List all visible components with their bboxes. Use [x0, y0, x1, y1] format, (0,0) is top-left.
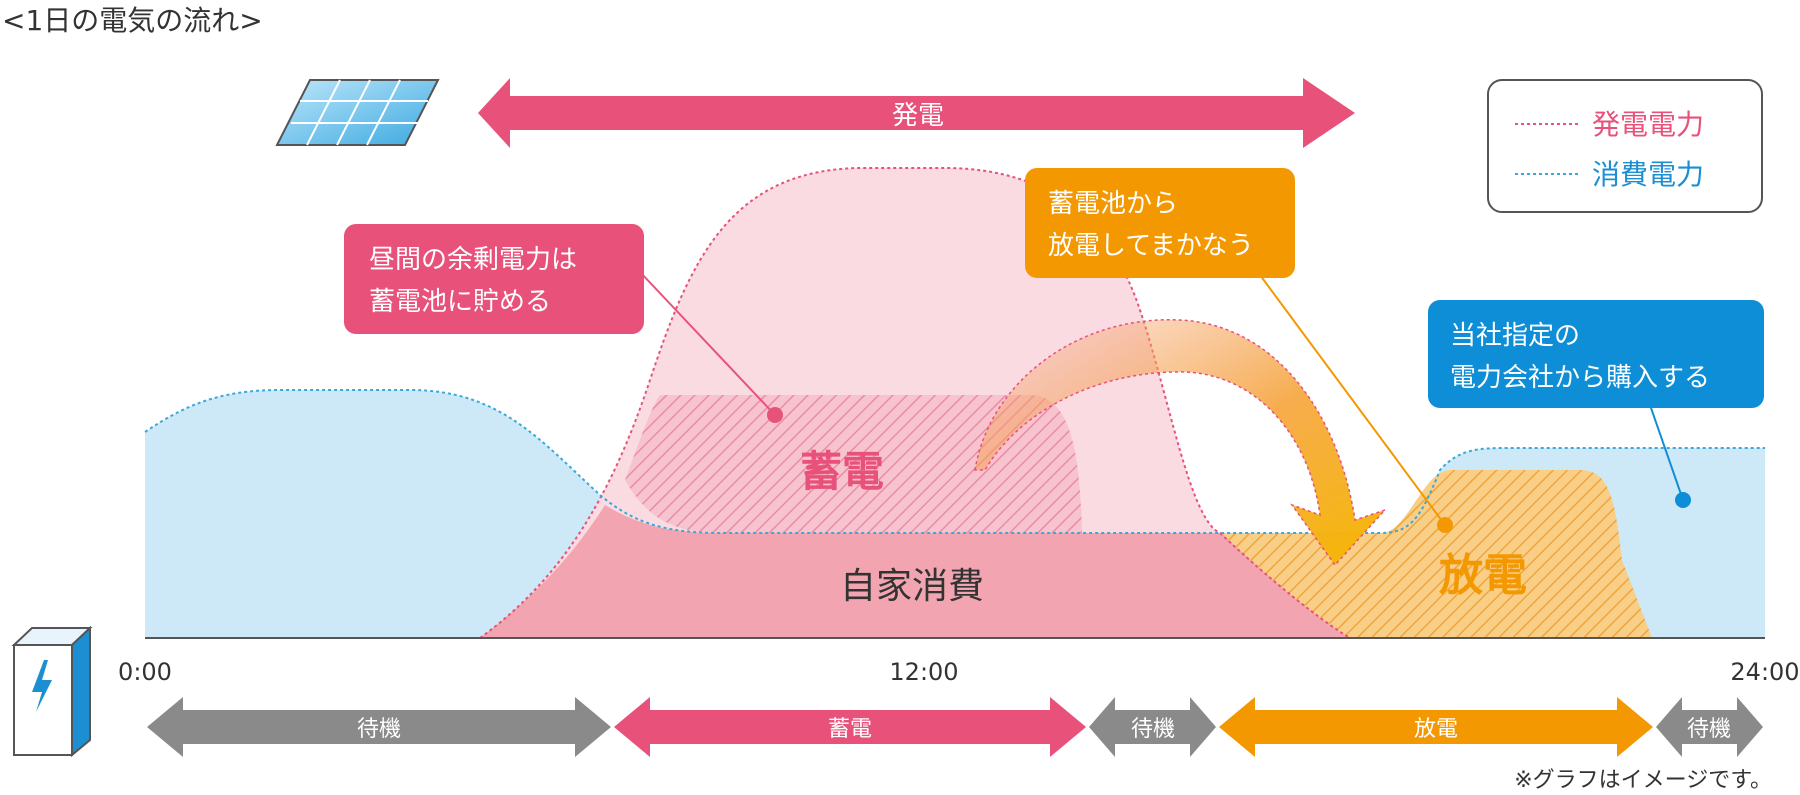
callout-discharge: 蓄電池から 放電してまかなう: [1025, 168, 1453, 533]
phase-arrow-charge: 蓄電: [614, 697, 1086, 757]
generation-arrow-label: 発電: [892, 101, 944, 131]
phase-label-charge: 蓄電: [828, 717, 872, 742]
time-start-label: 0:00: [118, 658, 172, 686]
phase-label-discharge: 放電: [1414, 717, 1458, 742]
phase-label-standby-3: 待機: [1687, 717, 1731, 742]
callout-purchase-dot: [1675, 492, 1691, 508]
phase-arrow-discharge: 放電: [1219, 697, 1653, 757]
callout-purchase-line-1: 当社指定の: [1450, 321, 1580, 351]
legend-consumption-label: 消費電力: [1592, 158, 1704, 191]
generation-period-arrow: 発電: [478, 78, 1355, 148]
callout-surplus: 昼間の余剰電力は 蓄電池に貯める: [344, 224, 783, 423]
self-consumption-area: [480, 505, 1350, 638]
consumption-curve: [144, 389, 1765, 534]
footnote: ※グラフはイメージです。: [1514, 768, 1772, 793]
storage-hatched-area: [625, 395, 1082, 533]
callout-discharge-line-2: 放電してまかなう: [1048, 231, 1254, 261]
callout-surplus-line-1: 昼間の余剰電力は: [369, 245, 577, 275]
self-consumption-label: 自家消費: [840, 566, 984, 607]
callout-discharge-dot: [1437, 517, 1453, 533]
callout-purchase-line-2: 電力会社から購入する: [1450, 363, 1710, 393]
discharge-label: 放電: [1439, 550, 1527, 601]
phase-arrow-standby-1: 待機: [147, 697, 611, 757]
discharge-hatched-area: [1222, 470, 1652, 638]
callout-surplus-dot: [767, 407, 783, 423]
phase-arrow-standby-3: 待機: [1656, 697, 1763, 757]
generation-curve: [479, 167, 1351, 639]
page-title: <1日の電気の流れ>: [2, 4, 263, 37]
callout-surplus-line-2: 蓄電池に貯める: [369, 287, 551, 317]
legend-generation-label: 発電電力: [1592, 108, 1704, 141]
phase-label-standby-2: 待機: [1131, 717, 1175, 742]
time-mid-label: 12:00: [889, 658, 958, 686]
callout-purchase: 当社指定の 電力会社から購入する: [1428, 300, 1764, 508]
phase-arrow-standby-2: 待機: [1089, 697, 1216, 757]
discharge-curved-arrow: [974, 319, 1388, 567]
time-end-label: 24:00: [1730, 658, 1799, 686]
solar-panel-icon: [275, 79, 440, 146]
callout-discharge-line-1: 蓄電池から: [1048, 189, 1178, 219]
legend: 発電電力 消費電力: [1487, 79, 1763, 213]
storage-label: 蓄電: [800, 447, 884, 496]
battery-lightning-icon: [11, 625, 93, 758]
phase-label-standby-1: 待機: [357, 717, 401, 742]
